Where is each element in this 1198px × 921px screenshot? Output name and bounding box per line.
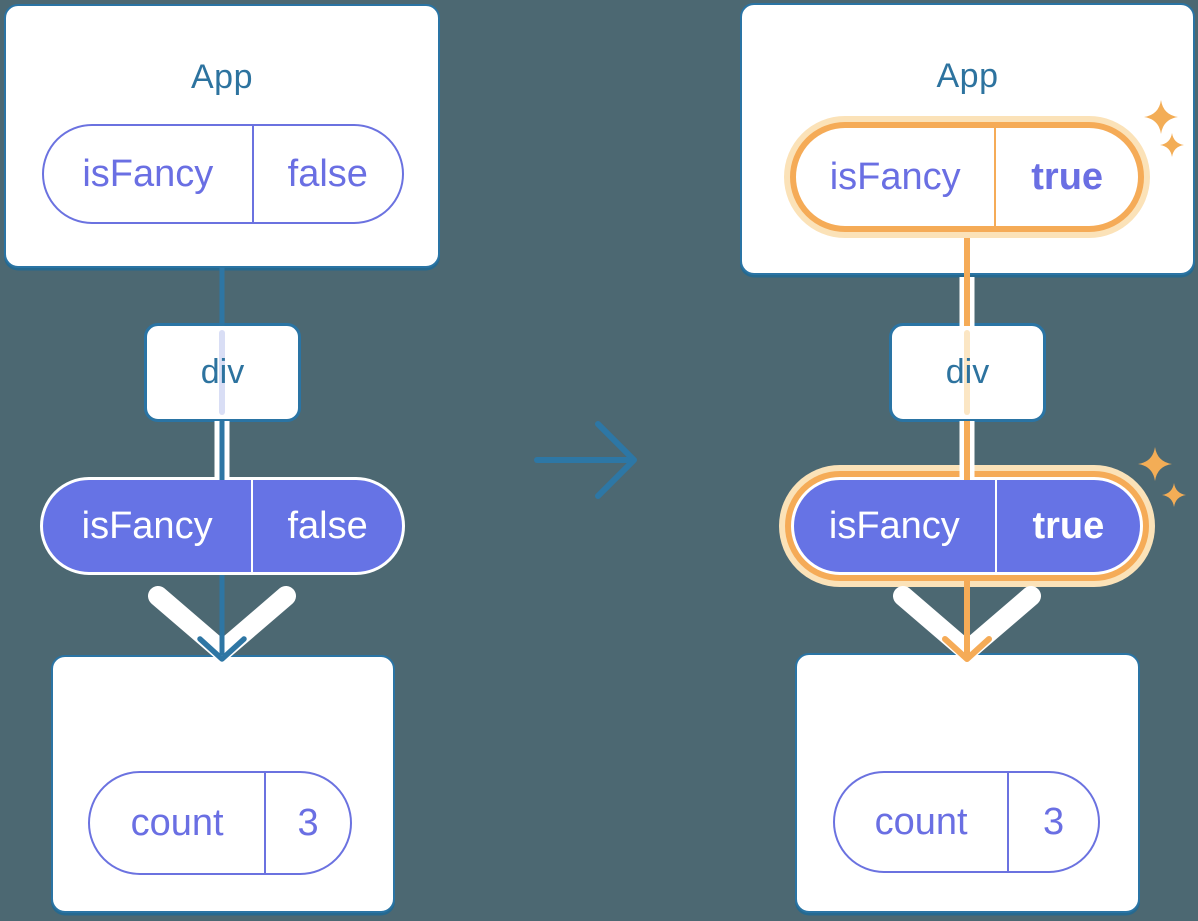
left-div-box: div (144, 323, 301, 422)
state-value: false (251, 480, 402, 572)
prop-value: true (994, 128, 1138, 226)
right-state-pill-highlighted: isFancy true (791, 477, 1143, 575)
sparkle-icon (1162, 483, 1186, 507)
right-prop-chevron (893, 586, 1041, 661)
state-key: count (874, 800, 968, 843)
right-prop-pipe-through-div (964, 330, 970, 415)
left-state-pill: isFancy false (40, 477, 405, 575)
state-key: count (130, 801, 224, 844)
state-value: 3 (1007, 773, 1098, 871)
prop-key: isFancy (829, 155, 961, 198)
state-value: 3 (264, 773, 350, 873)
prop-key: isFancy (82, 152, 214, 195)
left-prop-pipe-through-div (219, 330, 225, 415)
right-counter-state-pill: count 3 (833, 771, 1100, 873)
left-app-title: App (191, 58, 253, 96)
state-key: isFancy (81, 504, 213, 547)
left-app-prop-pill: isFancy false (42, 124, 404, 224)
right-arrow-icon (534, 421, 637, 499)
sparkle-icon (1138, 447, 1172, 481)
left-div-label: div (200, 353, 245, 391)
right-div-label: div (945, 353, 990, 391)
left-prop-chevron (148, 586, 296, 661)
state-key: isFancy (828, 504, 960, 547)
right-div-box: div (889, 323, 1046, 422)
prop-value: false (251, 126, 402, 222)
state-value: true (994, 480, 1140, 572)
right-app-prop-pill-highlighted: isFancy true (790, 122, 1144, 232)
left-counter-state-pill: count 3 (88, 771, 352, 875)
right-app-title: App (936, 57, 999, 95)
